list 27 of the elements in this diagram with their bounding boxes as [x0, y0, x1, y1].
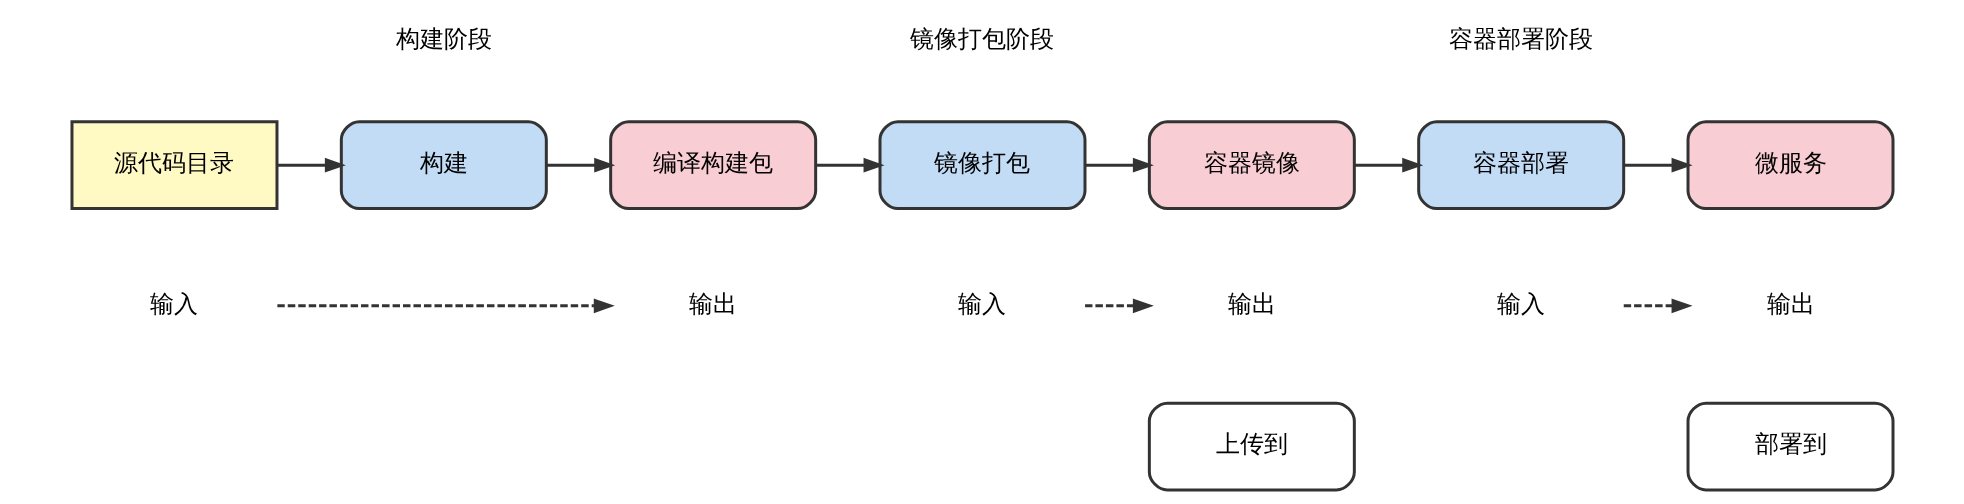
- node-box: 容器部署: [1416, 120, 1625, 211]
- arrow: [545, 157, 615, 173]
- arrow: [1084, 298, 1154, 314]
- node-box: 上传到: [1147, 401, 1356, 492]
- node-box: 部署到: [1686, 401, 1894, 492]
- node-box: 微服务: [1686, 120, 1894, 211]
- arrow: [1084, 157, 1154, 173]
- arrow: [1623, 157, 1693, 173]
- node-box: 镜像打包: [878, 120, 1086, 211]
- node-box: 源代码目录: [70, 120, 278, 211]
- node-text: 输入: [958, 289, 1006, 318]
- arrow: [815, 157, 885, 173]
- label: 镜像打包阶段: [910, 24, 1054, 53]
- node-text: 输出: [688, 289, 737, 318]
- node-text: 输入: [149, 289, 198, 318]
- arrow: [276, 298, 615, 314]
- node-text: 输入: [1496, 289, 1545, 318]
- node-text: 输出: [1227, 289, 1276, 318]
- node-box: 编译构建包: [608, 120, 817, 211]
- label: 构建阶段: [395, 24, 492, 53]
- node-text: 输出: [1766, 289, 1815, 318]
- node-box: 构建: [339, 120, 548, 211]
- label: 容器部署阶段: [1448, 24, 1593, 53]
- arrow: [276, 157, 346, 173]
- arrow: [1353, 157, 1423, 173]
- arrow: [1623, 298, 1693, 314]
- node-box: 容器镜像: [1147, 120, 1356, 211]
